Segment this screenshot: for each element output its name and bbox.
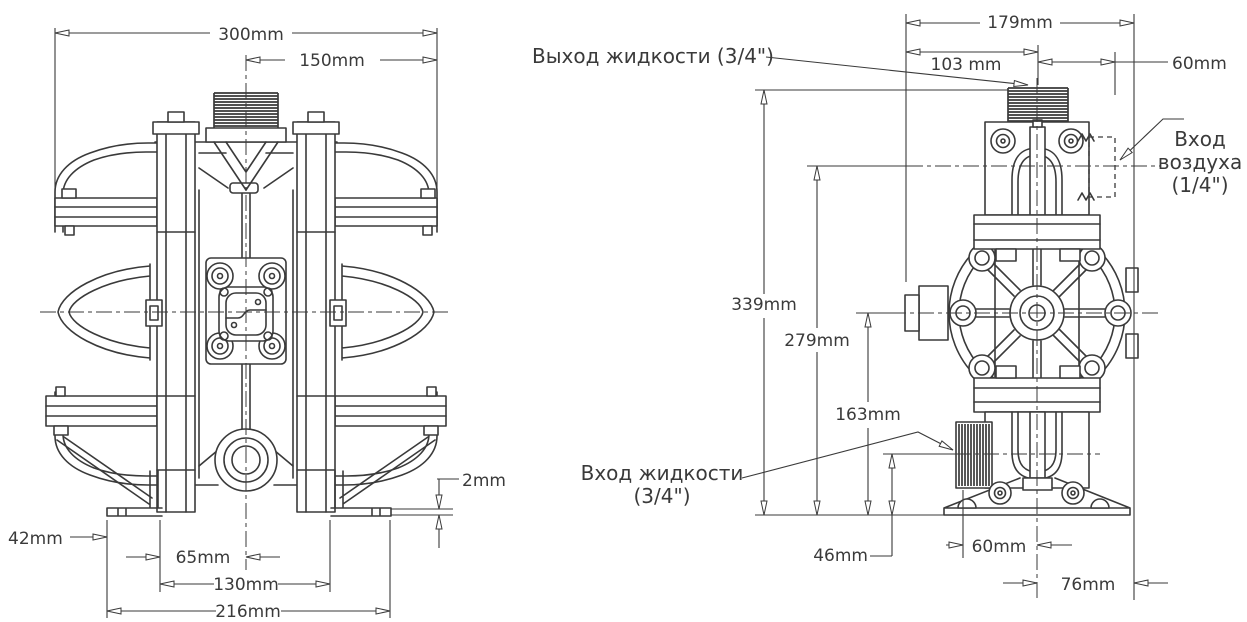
air-inlet-leader <box>1119 118 1184 161</box>
side-right-tab-upper <box>1125 267 1139 293</box>
side-right-tab-lower <box>1125 333 1139 359</box>
dim-339mm: 339mm <box>731 295 797 315</box>
front-dimensions: 300mm 150mm 42mm 65mm 130mm 216mm 2mm <box>8 25 506 622</box>
fluid-outlet-label: Выход жидкости (3/4") <box>532 44 774 68</box>
fluid-outlet-leader <box>765 56 1029 88</box>
side-air-inlet <box>1077 133 1116 201</box>
front-inner-chamber <box>198 167 294 479</box>
side-radial-ribs <box>958 234 1116 392</box>
dim-150mm: 150mm <box>299 51 365 71</box>
air-inlet-label-line3: (1/4") <box>1172 173 1229 197</box>
front-pump-drawing <box>40 55 453 570</box>
air-inlet-label-line2: воздуха <box>1158 150 1242 174</box>
dim-163mm: 163mm <box>835 405 901 425</box>
dim-76mm: 76mm <box>1061 575 1116 595</box>
front-housing-lower <box>54 391 438 486</box>
front-tie-columns <box>152 111 340 513</box>
side-pump-drawing <box>890 78 1160 600</box>
dim-42mm: 42mm <box>8 529 63 549</box>
dim-46mm: 46mm <box>813 546 868 566</box>
fluid-inlet-label-line1: Вход жидкости <box>581 461 744 485</box>
front-feet <box>56 436 453 517</box>
front-diaphragm-left <box>57 263 163 361</box>
air-inlet-label-line1: Вход <box>1174 127 1226 151</box>
side-outlet-threads <box>1007 87 1069 122</box>
dim-130mm: 130mm <box>213 575 279 595</box>
side-view: 179mm 103 mm 60mm 339mm 279mm 163mm 46mm… <box>731 13 1227 600</box>
side-dimensions: 179mm 103 mm 60mm 339mm 279mm 163mm 46mm… <box>731 13 1227 600</box>
front-clamp-flanges <box>45 188 447 436</box>
dim-103mm: 103 mm <box>931 55 1002 75</box>
dim-60mm-top: 60mm <box>1172 54 1227 74</box>
front-foot-plate-extension <box>391 508 453 516</box>
dim-60mm-bottom: 60mm <box>972 537 1027 557</box>
dim-179mm: 179mm <box>987 13 1053 33</box>
fluid-inlet-label-line2: (3/4") <box>634 484 691 508</box>
front-diaphragm-right <box>329 263 435 361</box>
port-labels: Выход жидкости (3/4") Вход воздуха (1/4"… <box>532 44 1242 508</box>
front-view: 300mm 150mm 42mm 65mm 130mm 216mm 2mm <box>8 25 506 622</box>
dim-2mm: 2mm <box>462 471 506 491</box>
side-inlet-threads <box>955 421 993 489</box>
dim-65mm: 65mm <box>176 548 231 568</box>
dim-300mm: 300mm <box>218 25 284 45</box>
fluid-inlet-leader <box>741 431 954 479</box>
dim-216mm: 216mm <box>215 602 281 622</box>
dim-279mm: 279mm <box>784 331 850 351</box>
